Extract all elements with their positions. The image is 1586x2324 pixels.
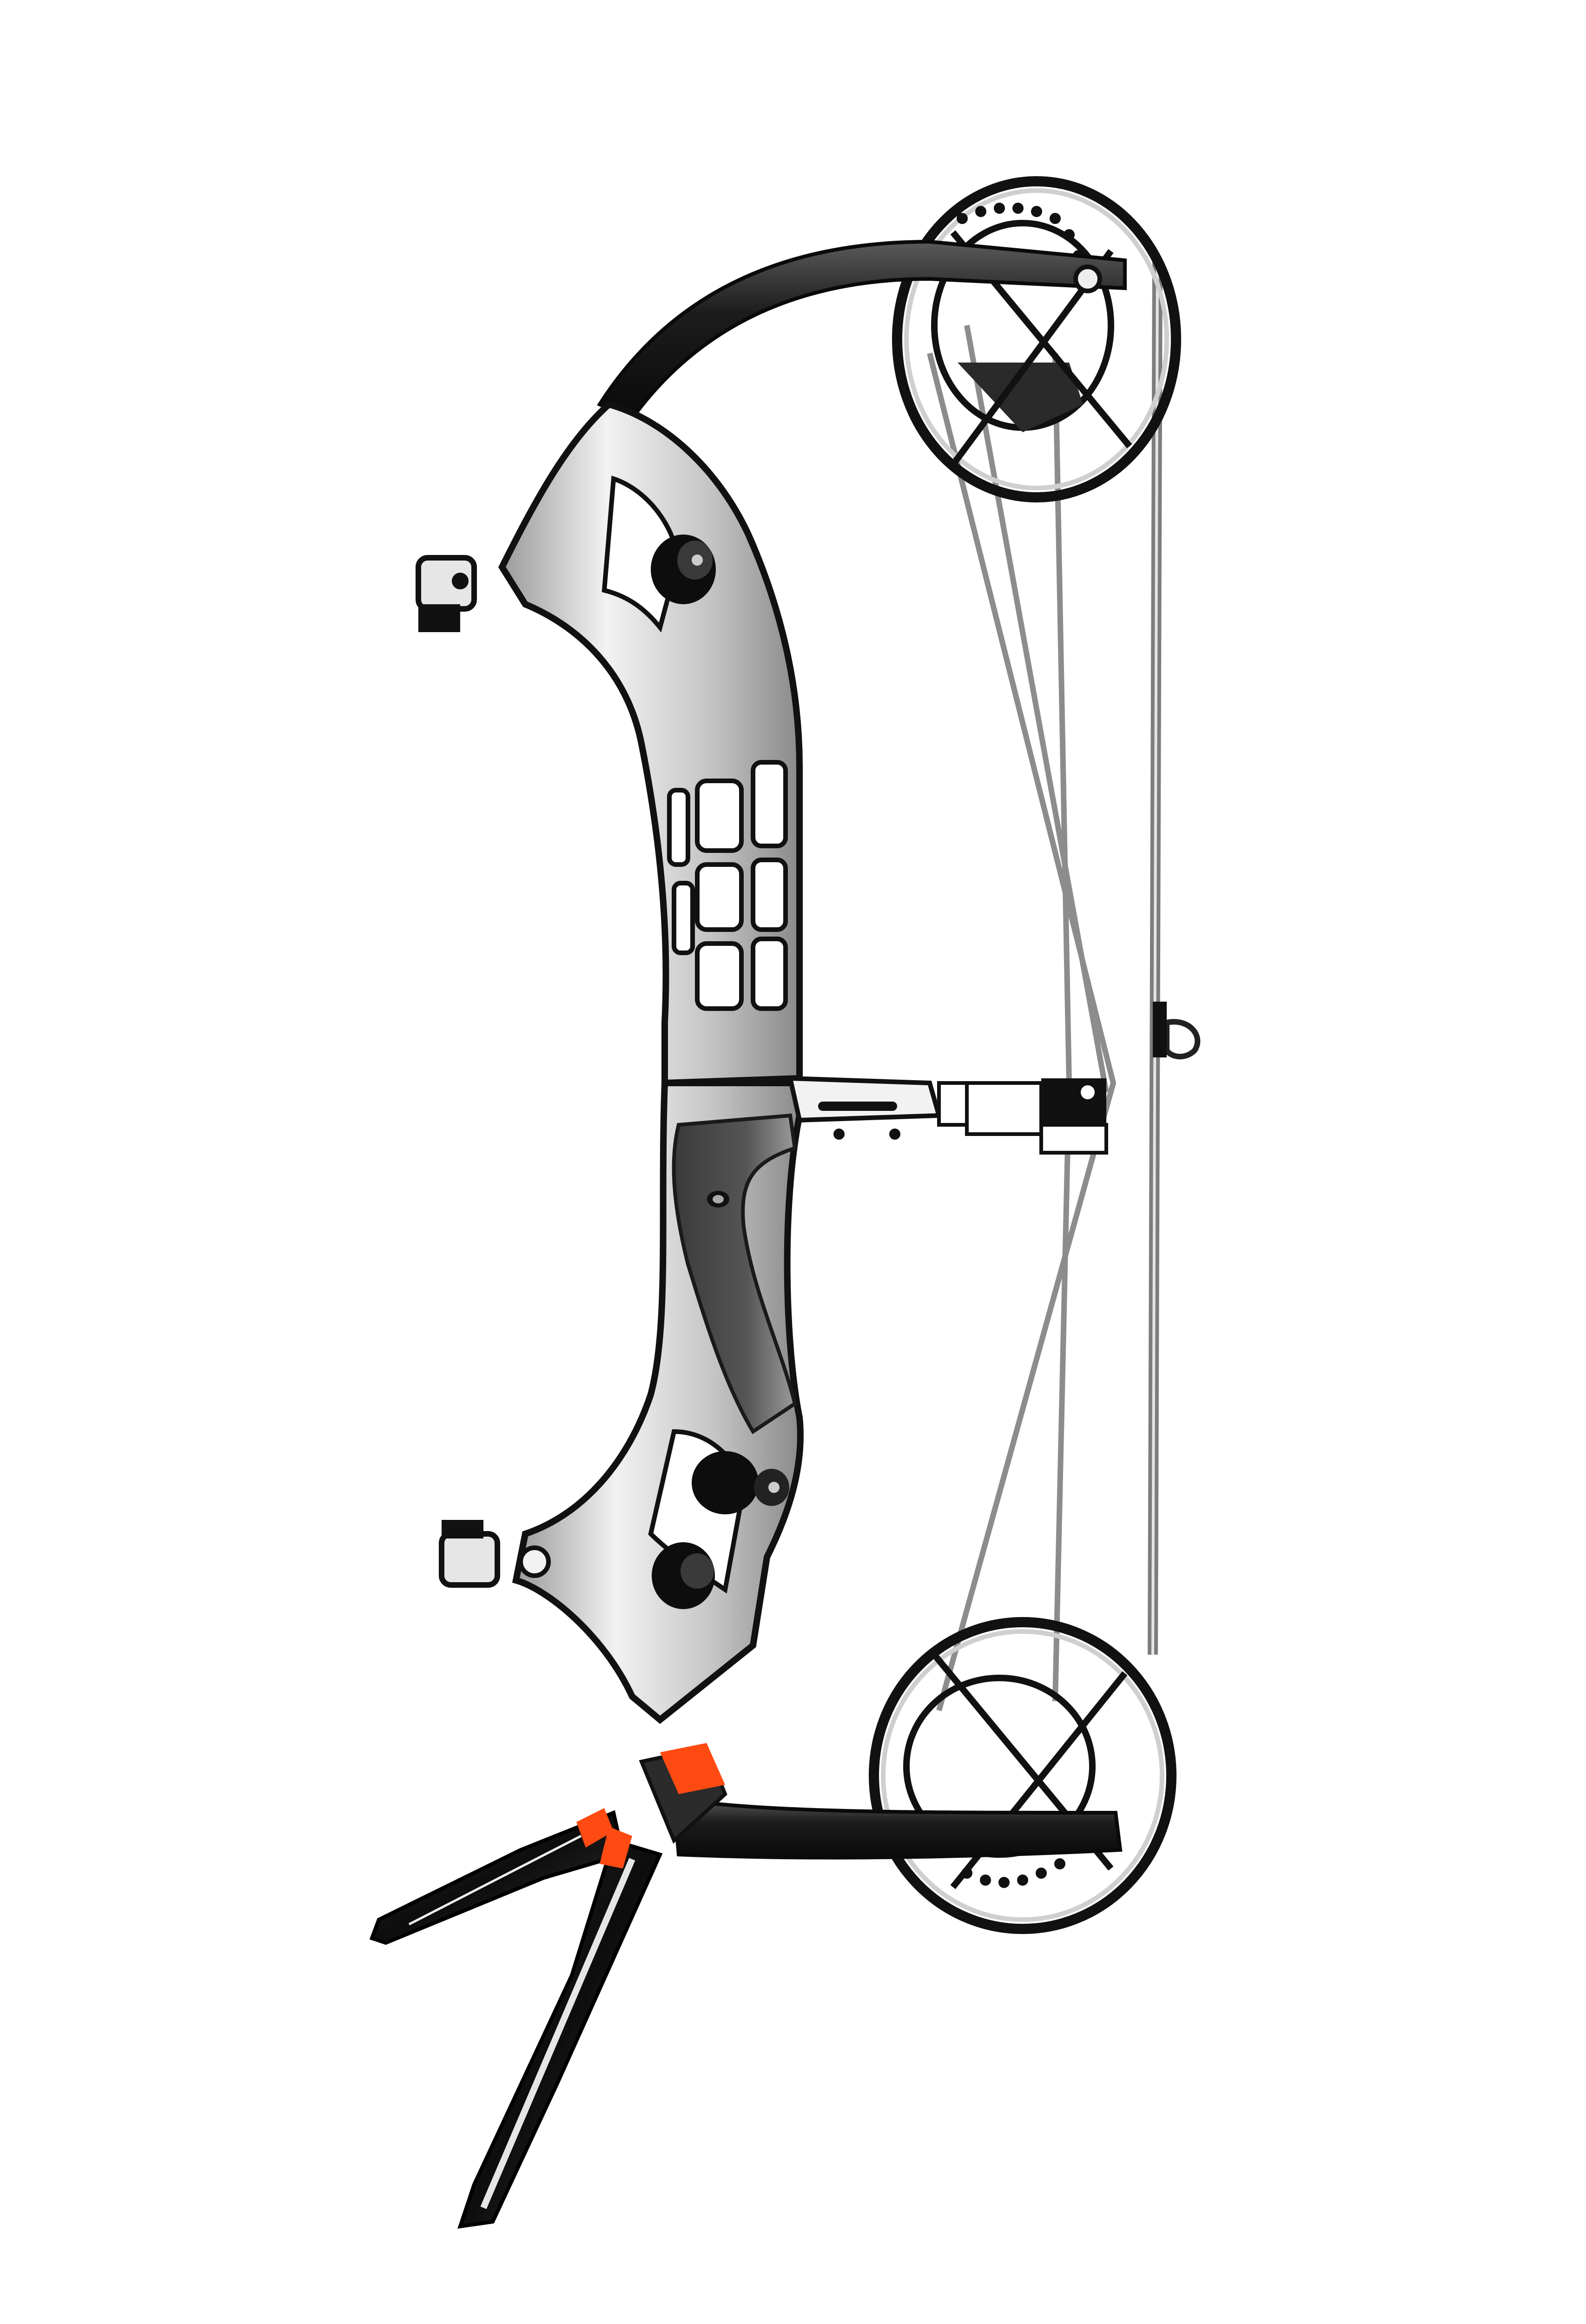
limb-bolts bbox=[651, 535, 789, 1609]
limb-bolt-knob-upper bbox=[651, 535, 716, 604]
limb-bolt-knob-lower-1 bbox=[692, 1451, 789, 1514]
bipod-leg-left bbox=[369, 1808, 625, 1945]
cables bbox=[927, 324, 1117, 1711]
bottom-cam bbox=[869, 1617, 1176, 1934]
bipod bbox=[369, 1743, 727, 2229]
lower-limb bbox=[672, 1796, 1123, 1860]
top-cam bbox=[892, 176, 1181, 502]
grip bbox=[672, 1113, 797, 1434]
riser-cutouts bbox=[601, 475, 788, 1011]
accessory-mount-lower bbox=[439, 1520, 551, 1588]
riser bbox=[498, 401, 804, 1724]
bipod-leg-right bbox=[457, 1827, 663, 2229]
bowstring bbox=[1148, 260, 1163, 1655]
arrow-rest bbox=[787, 1076, 1108, 1155]
limb-bolt-knob-lower-2 bbox=[652, 1542, 715, 1609]
upper-limb bbox=[597, 239, 1127, 421]
accessory-mount-upper bbox=[416, 555, 477, 632]
d-loop bbox=[1153, 1002, 1201, 1060]
cam-module-dots bbox=[957, 203, 1084, 261]
